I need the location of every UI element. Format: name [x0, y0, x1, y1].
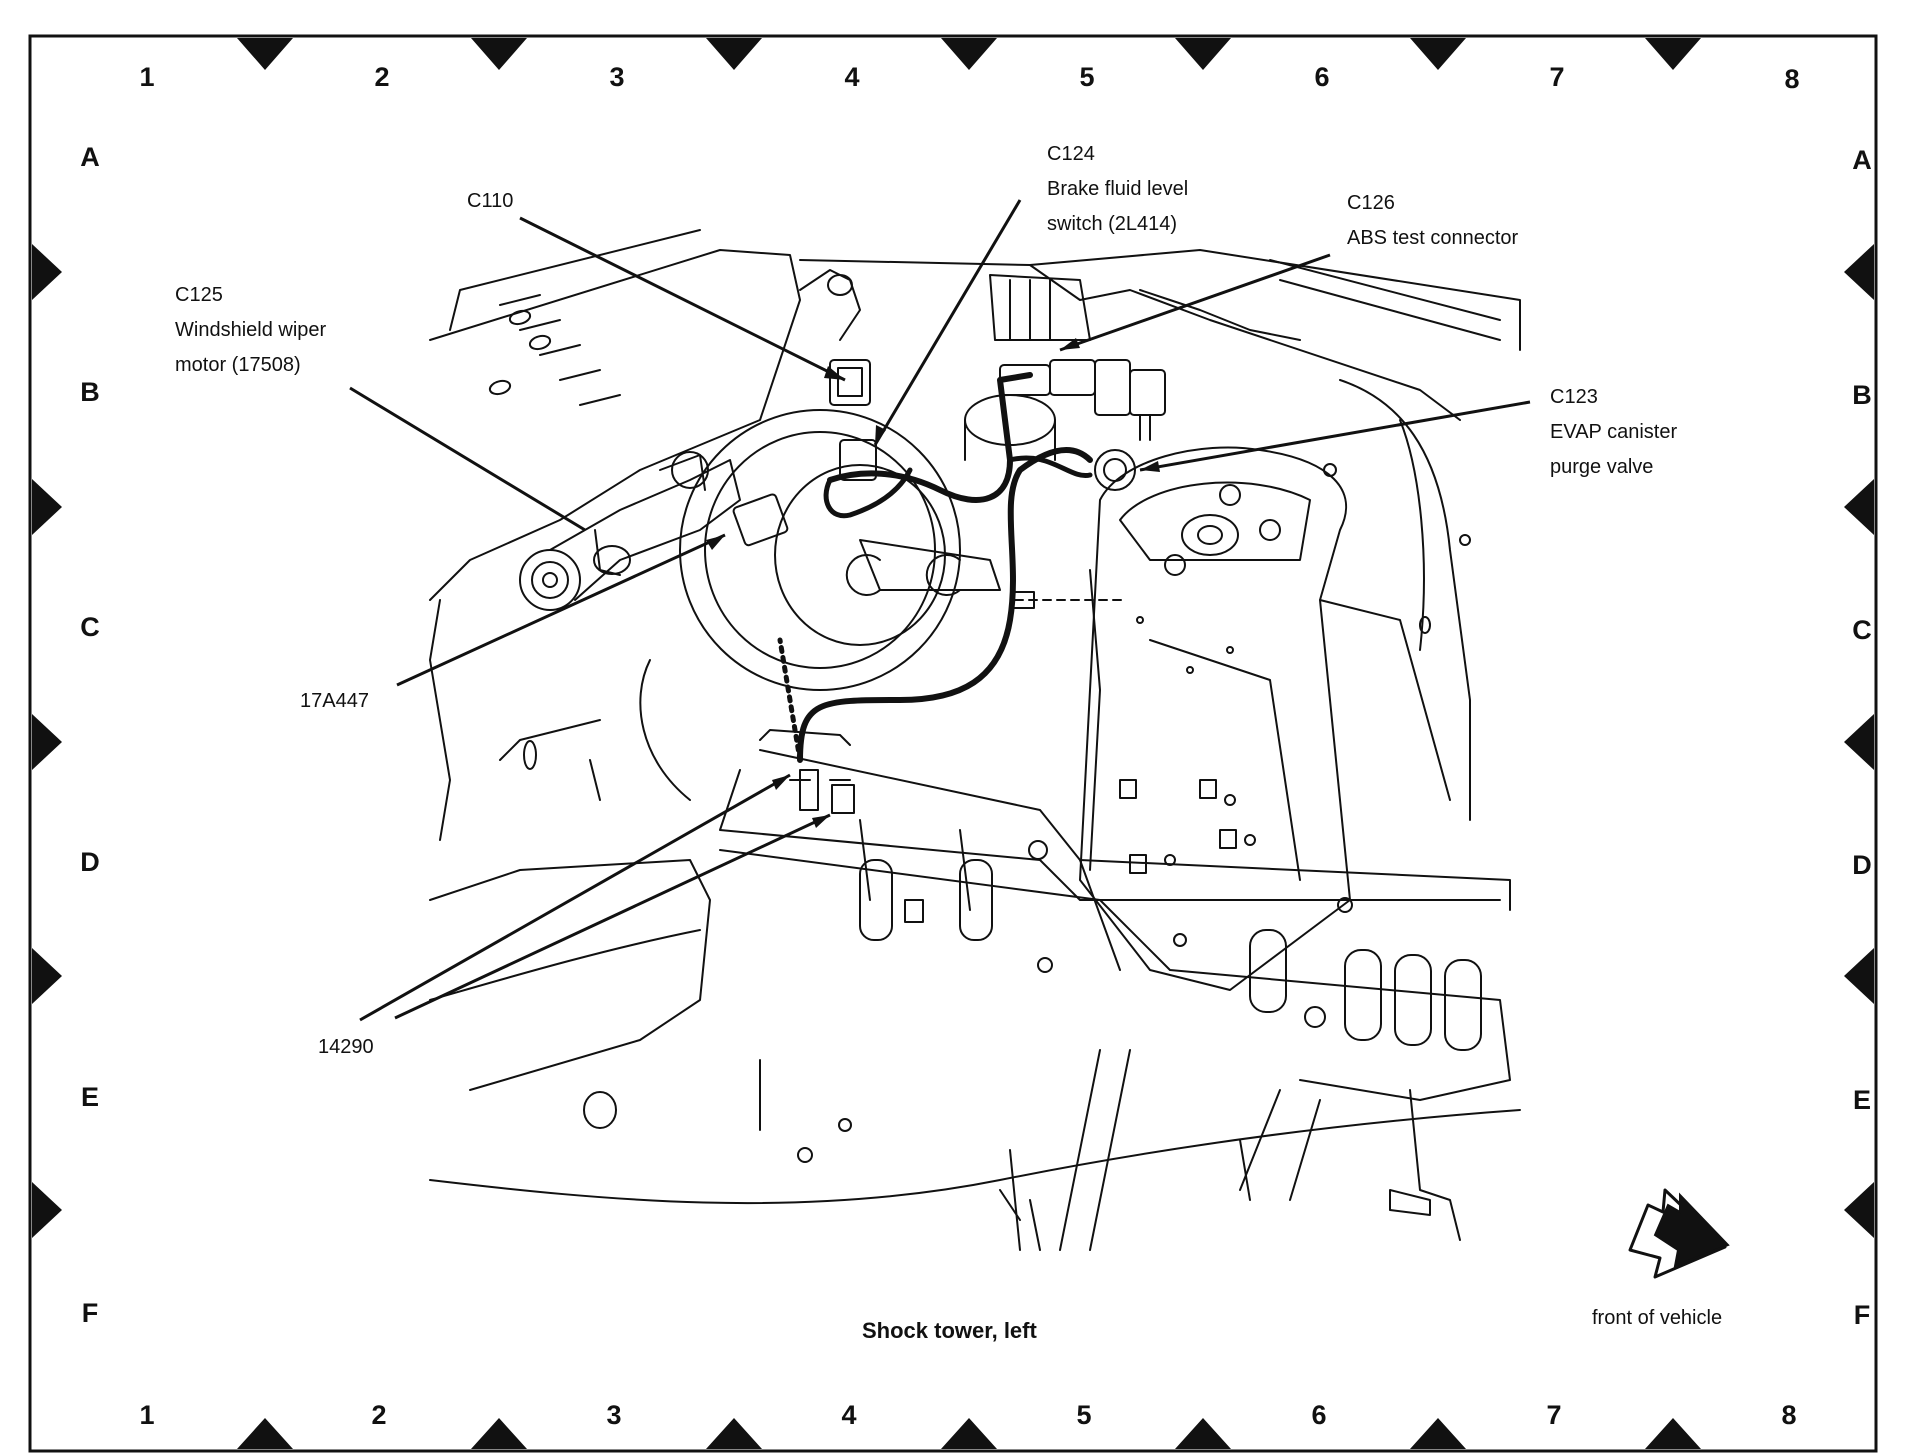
- callout-c123-line-3: purge valve: [1550, 456, 1654, 478]
- callout-c125-line-2: Windshield wiper: [175, 319, 327, 341]
- grid-column-8-bottom: 8: [1781, 1400, 1797, 1430]
- grid-column-6-bottom: 6: [1311, 1400, 1327, 1430]
- callout-c126-line-1: C126: [1347, 192, 1395, 214]
- grid-row-a-right: A: [1852, 145, 1872, 175]
- callout-c125-line-1: C125: [175, 284, 223, 306]
- left-grid-markers: [32, 244, 62, 1238]
- callout-c124-line-3: switch (2L414): [1047, 213, 1178, 235]
- callout-c110-line-1: C110: [467, 190, 514, 212]
- callout-c124-line-1: C124: [1047, 143, 1095, 165]
- callout-c125-line-3: motor (17508): [175, 354, 301, 376]
- grid-column-7-top: 7: [1549, 62, 1565, 92]
- grid-row-d-right: D: [1852, 850, 1872, 880]
- grid-column-8-top: 8: [1784, 64, 1800, 94]
- callout-c123: C123 EVAP canister purge valve: [1550, 380, 1677, 485]
- callout-17a447-line-1: 17A447: [300, 690, 369, 712]
- callout-c126: C126 ABS test connector: [1347, 186, 1518, 256]
- callout-c124-line-2: Brake fluid level: [1047, 178, 1189, 200]
- grid-column-4-top: 4: [844, 62, 860, 92]
- top-grid-markers: [237, 38, 1701, 70]
- front-of-vehicle-label: front of vehicle: [1592, 1307, 1723, 1329]
- grid-column-1-top: 1: [139, 62, 155, 92]
- grid-column-2-top: 2: [374, 62, 390, 92]
- leader-arrowheads: [706, 338, 1160, 828]
- grid-column-3-top: 3: [609, 62, 625, 92]
- callout-c125: C125 Windshield wiper motor (17508): [175, 278, 326, 383]
- grid-row-f-left: F: [81, 1298, 99, 1328]
- grid-row-a-left: A: [80, 142, 100, 172]
- grid-row-f-right: F: [1853, 1300, 1871, 1330]
- callout-c123-line-1: C123: [1550, 386, 1598, 408]
- callout-leaders: [349, 199, 1531, 1022]
- frame-border: [28, 34, 1878, 1453]
- callout-17a447: 17A447: [300, 684, 369, 719]
- grid-row-d-left: D: [80, 847, 100, 877]
- callout-c110: C110: [467, 184, 513, 219]
- right-grid-markers: [1844, 244, 1874, 1238]
- grid-column-5-top: 5: [1079, 62, 1095, 92]
- grid-column-4-bottom: 4: [841, 1400, 857, 1430]
- grid-column-3-bottom: 3: [606, 1400, 622, 1430]
- grid-row-c-right: C: [1852, 615, 1872, 645]
- grid-column-1-bottom: 1: [139, 1400, 155, 1430]
- grid-row-c-left: C: [80, 612, 100, 642]
- callout-c126-line-2: ABS test connector: [1347, 227, 1519, 249]
- bottom-grid-markers: [237, 1418, 1701, 1449]
- figure-caption: Shock tower, left: [862, 1318, 1037, 1343]
- grid-row-b-left: B: [80, 377, 100, 407]
- grid-row-b-right: B: [1852, 380, 1872, 410]
- callout-14290: 14290: [318, 1030, 374, 1065]
- callout-14290-line-1: 14290: [318, 1036, 374, 1058]
- grid-column-5-bottom: 5: [1076, 1400, 1092, 1430]
- front-of-vehicle-arrow-icon: [1628, 1188, 1730, 1279]
- grid-row-e-right: E: [1852, 1085, 1871, 1115]
- grid-column-2-bottom: 2: [371, 1400, 387, 1430]
- callout-c124: C124 Brake fluid level switch (2L414): [1047, 137, 1188, 242]
- grid-column-7-bottom: 7: [1546, 1400, 1562, 1430]
- callout-c123-line-2: EVAP canister: [1550, 421, 1678, 443]
- grid-row-e-left: E: [80, 1082, 99, 1112]
- engine-bay-linework: [429, 229, 1521, 1251]
- grid-column-6-top: 6: [1314, 62, 1330, 92]
